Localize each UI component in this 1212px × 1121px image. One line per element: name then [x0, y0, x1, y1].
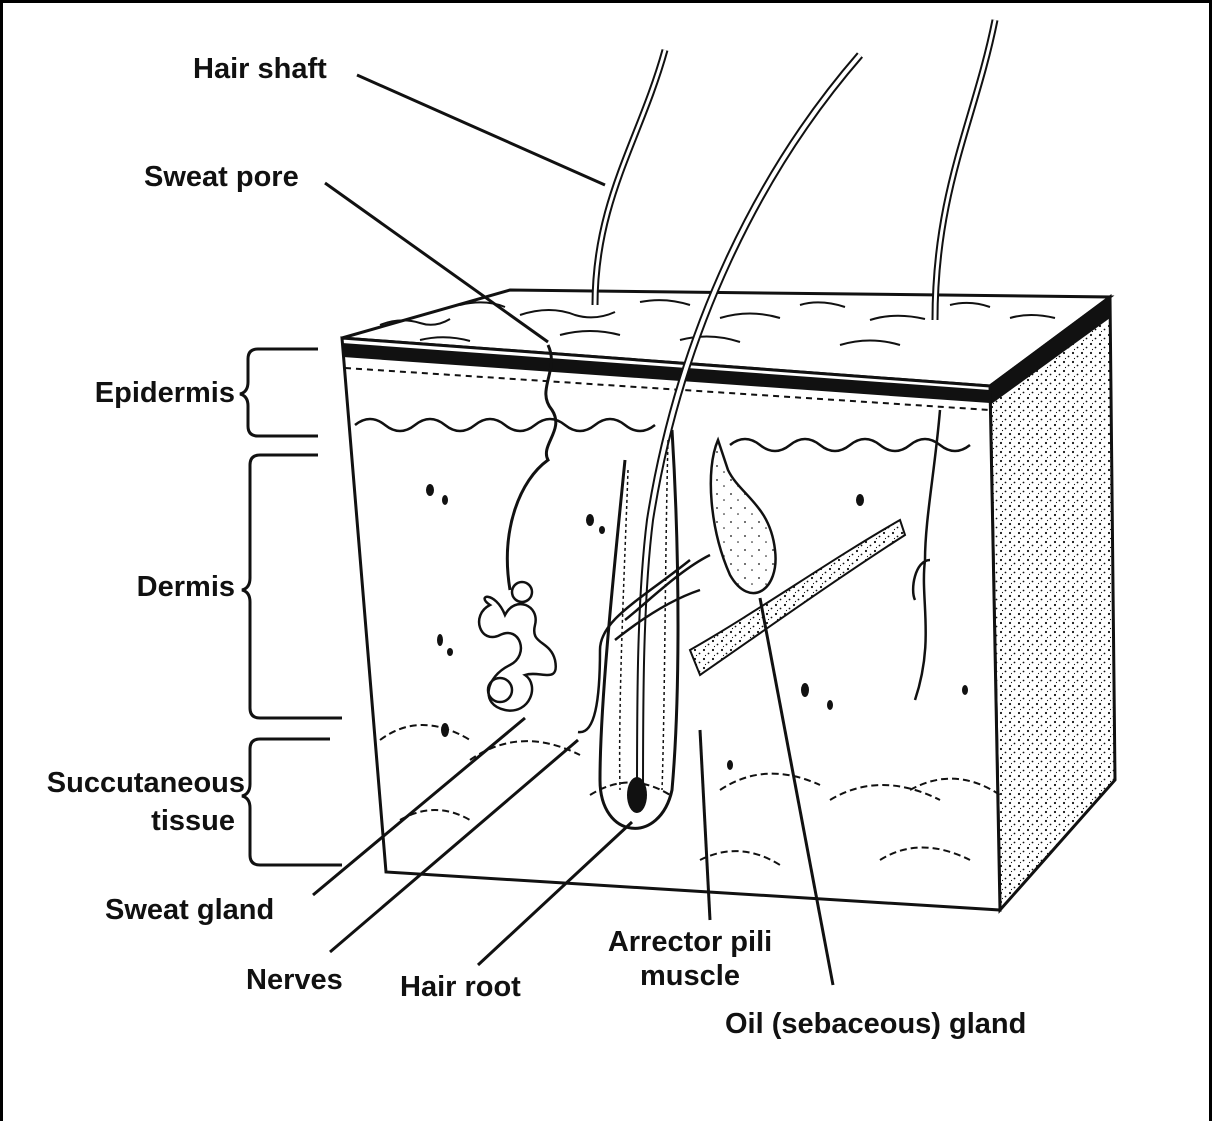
label-arrector-pili-line2: muscle: [580, 959, 800, 993]
label-subcutaneous-line1: Succutaneous: [30, 766, 245, 800]
skin-right-face: [990, 297, 1115, 910]
label-oil-gland: Oil (sebaceous) gland: [725, 1007, 1026, 1041]
dermis-bracket: [242, 455, 342, 718]
label-epidermis: Epidermis: [40, 376, 235, 410]
label-arrector-pili-line1: Arrector pili: [580, 925, 800, 959]
label-hair-root: Hair root: [400, 970, 521, 1004]
subcutaneous-bracket: [242, 739, 342, 865]
label-subcutaneous-line2: tissue: [30, 804, 235, 838]
label-dermis: Dermis: [40, 570, 235, 604]
leader-hair-shaft: [357, 75, 605, 185]
label-sweat-pore: Sweat pore: [144, 160, 299, 194]
label-hair-shaft: Hair shaft: [193, 52, 327, 86]
layer-brackets: [240, 349, 342, 865]
epidermis-bracket: [240, 349, 318, 436]
label-nerves: Nerves: [246, 963, 343, 997]
label-sweat-gland: Sweat gland: [105, 893, 274, 927]
